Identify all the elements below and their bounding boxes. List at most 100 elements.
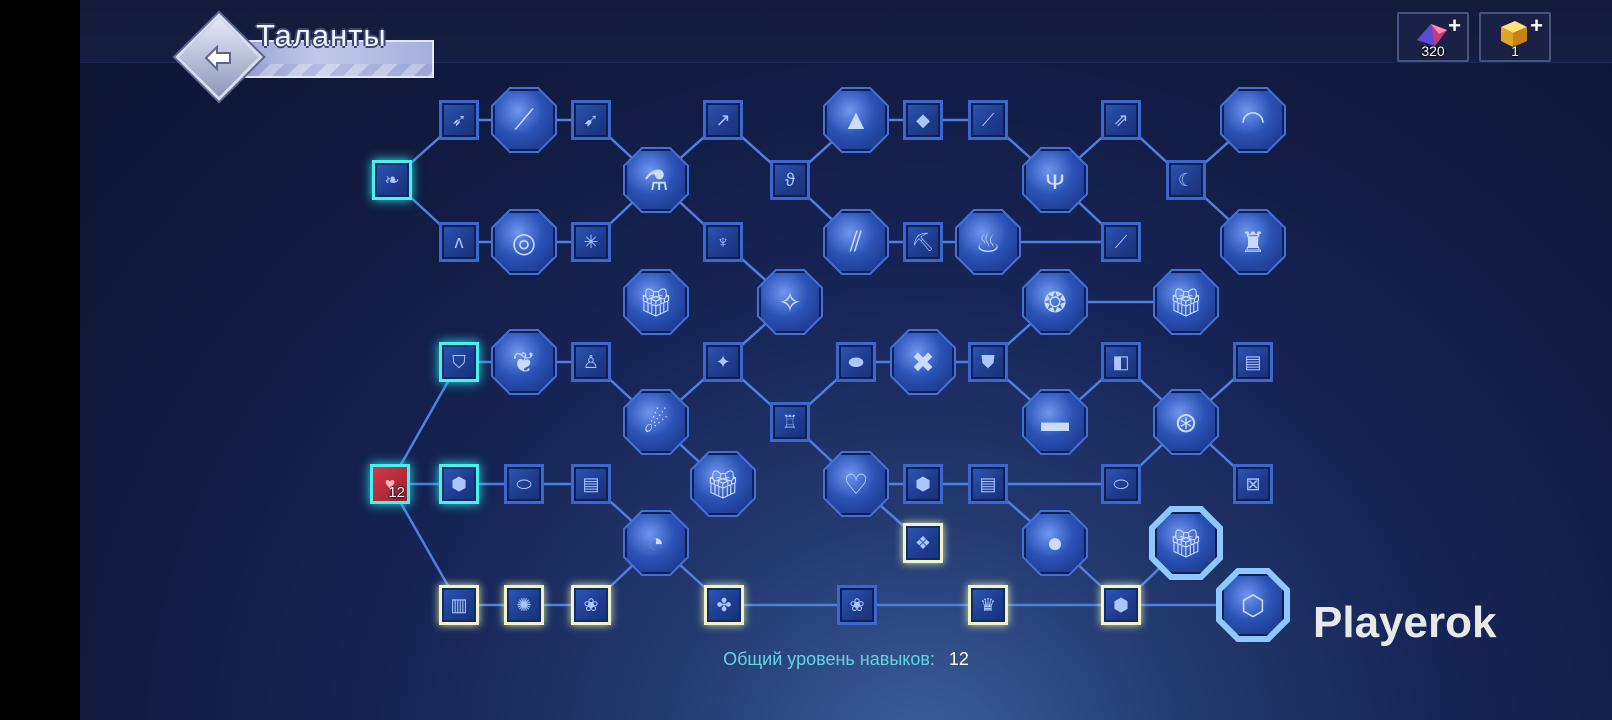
triple-slash-icon: ⫽ (849, 225, 863, 257)
gift-box-node[interactable]: 🎁︎ (692, 453, 754, 515)
talent-node[interactable]: ➹ (571, 100, 611, 140)
talent-node-major[interactable]: ◔ (625, 512, 687, 574)
talent-node-major[interactable]: ♜ (1222, 211, 1284, 273)
talent-node-shield[interactable]: ⛉ (439, 342, 479, 382)
talent-node[interactable]: ❀ (837, 585, 877, 625)
turtle-icon: ❀ (583, 594, 599, 615)
talent-node-major[interactable]: ◎ (493, 211, 555, 273)
add-chest-icon[interactable]: + (1530, 13, 1543, 38)
heart-plus-icon: ♡ (843, 468, 869, 500)
gift-box-node[interactable]: 🎁︎ (1155, 271, 1217, 333)
talent-node[interactable]: ♆ (703, 222, 743, 262)
talent-node[interactable]: ▤ (1233, 342, 1273, 382)
capsule-icon: ⬬ (848, 351, 864, 372)
cube-icon: ⬢ (451, 473, 467, 494)
talent-node[interactable]: ✦ (703, 342, 743, 382)
talent-node[interactable]: ▤ (571, 464, 611, 504)
puzzle-clock-icon: ✤ (716, 594, 732, 615)
talent-node-unlocked[interactable]: ♛ (968, 585, 1008, 625)
talent-node-unlocked[interactable]: ✤ (704, 585, 744, 625)
talent-node-major[interactable]: ⫽ (825, 211, 887, 273)
talent-node[interactable]: ⬬ (836, 342, 876, 382)
gift-box-node[interactable]: 🎁︎ (625, 271, 687, 333)
talent-node[interactable]: ⬭ (504, 464, 544, 504)
talent-node[interactable]: ⛏ (903, 222, 943, 262)
talent-node[interactable]: ➶ (439, 100, 479, 140)
talent-node-major[interactable]: ▬ (1024, 391, 1086, 453)
talent-node[interactable]: ▤ (968, 464, 1008, 504)
talent-node-major[interactable]: ● (1024, 512, 1086, 574)
gift-box-icon: 🎁︎ (638, 286, 674, 318)
talent-node[interactable]: ↗ (703, 100, 743, 140)
talent-node-major[interactable]: ⟋ (493, 89, 555, 151)
talent-node[interactable]: ◧ (1101, 342, 1141, 382)
talent-node-major[interactable]: ❦ (493, 331, 555, 393)
back-arrow-icon[interactable] (192, 30, 248, 86)
skill-level-summary: Общий уровень навыков:12 (80, 649, 1612, 670)
talent-node-major[interactable]: ♡ (825, 453, 887, 515)
talent-node-major[interactable]: ⊛ (1155, 391, 1217, 453)
talent-node[interactable]: ⬢ (439, 464, 479, 504)
gem-icon (1417, 24, 1447, 46)
pillow-icon: ▬ (1041, 406, 1069, 437)
talent-node-major[interactable]: ✧ (759, 271, 821, 333)
clock-pillow-icon: ◔ (647, 527, 665, 558)
talent-node[interactable]: ✳ (571, 222, 611, 262)
arrow-icon: ➹ (583, 109, 599, 130)
talent-node-major[interactable]: ❂ (1024, 271, 1086, 333)
flame-icon: ♨ (975, 226, 1001, 258)
burst-icon: ✺ (516, 594, 532, 615)
talent-node[interactable]: ⬢ (903, 464, 943, 504)
talent-node-unlocked[interactable]: ✺ (504, 585, 544, 625)
stone-icon: ⬭ (516, 473, 532, 494)
fireball-icon: ● (1046, 527, 1064, 558)
dash-icon: ⇗ (1113, 109, 1129, 130)
talent-node[interactable]: ᴧ (439, 222, 479, 262)
burst-icon: ✳ (583, 231, 599, 252)
talent-node[interactable]: ☾ (1166, 160, 1206, 200)
cube-icon: ⬢ (1113, 594, 1129, 615)
crossed-icon: ✖ (911, 346, 935, 378)
chest-currency[interactable]: + 1 (1479, 12, 1551, 62)
talent-node[interactable]: ϑ (770, 160, 810, 200)
talent-node-unlocked[interactable]: ▥ (439, 585, 479, 625)
talent-node-unlocked[interactable]: ⬢ (1101, 585, 1141, 625)
crown-icon: ♛ (979, 594, 997, 615)
talent-node-unlocked[interactable]: ❖ (903, 523, 943, 563)
talent-node[interactable]: ♖ (770, 402, 810, 442)
talent-node-major[interactable]: ♨ (957, 211, 1019, 273)
portal-cube-node[interactable]: ⬡ (1222, 574, 1284, 636)
talent-node[interactable]: ⊠ (1233, 464, 1273, 504)
talent-node[interactable]: ⇗ (1101, 100, 1141, 140)
talent-node-unlocked[interactable]: ❀ (571, 585, 611, 625)
streak-icon: ⟋ (1114, 231, 1128, 252)
talent-node[interactable]: ⛊ (968, 342, 1008, 382)
talent-node-major[interactable]: ✖ (892, 331, 954, 393)
helm-icon: ♆ (716, 231, 730, 252)
crate-icon: ▤ (979, 473, 997, 494)
talent-node-major[interactable]: ☄ (625, 391, 687, 453)
talent-node-major[interactable]: ◠ (1222, 89, 1284, 151)
turtle-clock-icon: ❀ (849, 594, 865, 615)
talent-node[interactable]: ⬭ (1101, 464, 1141, 504)
heart-icon: ♥ (384, 473, 396, 494)
talent-node[interactable]: ◆ (903, 100, 943, 140)
talent-node[interactable]: ⟋ (1101, 222, 1141, 262)
crate-icon: ▤ (1244, 351, 1262, 372)
crate-icon: ▤ (582, 473, 600, 494)
talent-screen: Таланты + 320 + 1 (80, 0, 1612, 720)
talent-node[interactable]: ♙ (571, 342, 611, 382)
gift-box-node-ready[interactable]: 🎁︎ (1155, 512, 1217, 574)
level-node[interactable]: ♥ 12 (370, 464, 410, 504)
talent-node-major[interactable]: ᴪ (1024, 149, 1086, 211)
page-title: Таланты (256, 18, 387, 53)
watermark: Playerok (1313, 598, 1497, 647)
talent-node-major[interactable]: ▲ (825, 89, 887, 151)
add-gems-icon[interactable]: + (1448, 13, 1461, 38)
gem-currency[interactable]: + 320 (1397, 12, 1469, 62)
potion-icon: ⚗ (643, 164, 669, 196)
talent-node-root[interactable]: ❧ (372, 160, 412, 200)
broken-shield-icon: ⛊ (981, 351, 995, 372)
talent-node-major[interactable]: ⚗ (625, 149, 687, 211)
talent-node[interactable]: ⟋ (968, 100, 1008, 140)
